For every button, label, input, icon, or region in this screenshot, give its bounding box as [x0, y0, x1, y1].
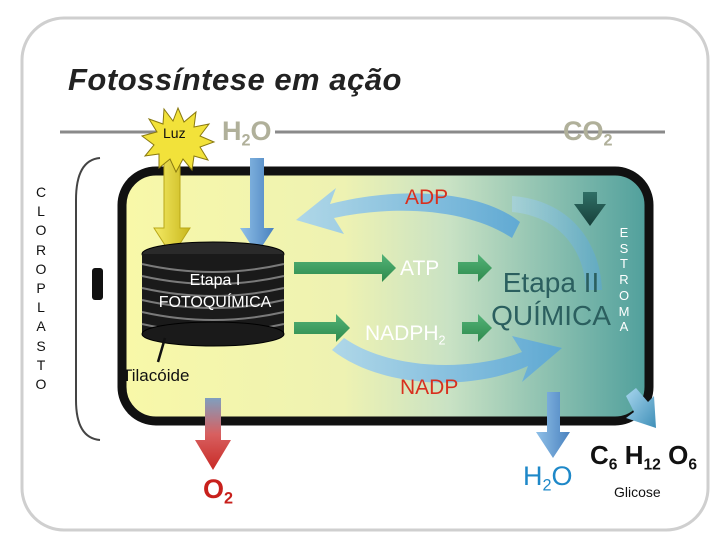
etapa2-line2: QUÍMICA: [491, 300, 611, 331]
glucose-out-arrow: [626, 388, 656, 428]
right-cycle-arrow: [512, 196, 602, 290]
o2-base: O: [203, 474, 225, 504]
formula-o: O: [668, 440, 689, 470]
sun-icon: [140, 106, 216, 174]
co2-label: CO2: [563, 116, 613, 151]
cloroplasto-letter: O: [35, 260, 47, 277]
co2-base: CO: [563, 116, 604, 146]
etapa1-label: Etapa I FOTOQUÍMICA: [145, 270, 285, 314]
nadph-sub: 2: [438, 333, 446, 348]
nadph-label: NADPH2: [365, 322, 446, 347]
cloroplasto-letter: A: [36, 318, 46, 335]
co2-in-arrow: [574, 192, 606, 226]
adp-cycle-arrow: [296, 188, 520, 238]
brace-marker: [92, 268, 103, 300]
oxygen-out-arrow: [195, 398, 231, 470]
estroma-letter: S: [619, 240, 629, 256]
h2o-input-label: H2O: [222, 116, 272, 151]
nadph-arrow: [294, 314, 350, 342]
h2o-input-base: H: [222, 116, 242, 146]
h2o-output-base: H: [523, 461, 543, 491]
formula-h: H: [624, 440, 644, 470]
estroma-letter: O: [618, 287, 630, 303]
cloroplasto-letter: P: [36, 280, 46, 297]
estroma-letter: A: [619, 319, 629, 335]
h2o-output-label: H2O: [523, 461, 573, 496]
luz-label: Luz: [163, 125, 186, 141]
h2o-input-sub: 2: [241, 131, 251, 150]
nadph-base: NADPH: [365, 322, 439, 345]
cloroplasto-brace: [75, 157, 101, 441]
etapa1-line1: Etapa I: [189, 272, 241, 289]
formula-c-sub: 6: [608, 456, 618, 474]
estroma-letter: E: [619, 225, 629, 240]
light-arrow: [153, 156, 191, 257]
nadph-to-etapa2-arrow: [462, 314, 492, 342]
thylakoid-stack: [141, 241, 285, 347]
estroma-letter: M: [618, 303, 630, 319]
cloroplasto-letter: S: [36, 337, 46, 354]
atp-arrow: [294, 254, 396, 282]
formula-h-sub: 12: [643, 456, 661, 474]
formula-c: C: [590, 440, 609, 470]
cloroplasto-vertical-label: C L O R O P L A S T O: [33, 183, 49, 394]
cloroplasto-letter: L: [37, 203, 45, 220]
atp-label: ATP: [400, 257, 440, 280]
cloroplasto-letter: L: [37, 299, 45, 316]
glicose-label: Glicose: [614, 484, 661, 500]
glucose-formula: C6 H12 O6: [590, 440, 697, 474]
cloroplasto-letter: O: [35, 222, 47, 239]
etapa1-line2: FOTOQUÍMICA: [158, 294, 272, 311]
cloroplasto-letter: O: [35, 376, 47, 393]
adp-label: ADP: [405, 186, 449, 209]
water-out-arrow: [536, 392, 570, 458]
nadp-label: NADP: [400, 376, 459, 399]
o2-sub: 2: [224, 489, 234, 508]
water-in-arrow: [240, 158, 274, 254]
cloroplasto-letter: T: [36, 356, 46, 373]
cloroplasto-letter: R: [35, 241, 47, 258]
co2-sub: 2: [603, 131, 613, 150]
h2o-output-sub: 2: [542, 476, 552, 495]
estroma-vertical-label: E S T R O M A: [616, 225, 632, 335]
h2o-output-tail: O: [551, 461, 573, 491]
tilacoide-label: Tilacóide: [122, 366, 190, 385]
h2o-input-tail: O: [250, 116, 272, 146]
nadp-cycle-arrow: [332, 336, 562, 383]
o2-label: O2: [203, 474, 233, 509]
cloroplasto-letter: C: [35, 184, 47, 200]
atp-to-etapa2-arrow: [458, 254, 492, 282]
estroma-letter: T: [620, 256, 628, 272]
page-title: Fotossíntese em ação: [68, 62, 402, 97]
etapa2-label: Etapa II QUÍMICA: [487, 266, 615, 332]
estroma-letter: R: [619, 272, 629, 288]
formula-o-sub: 6: [688, 456, 697, 474]
tilacoide-pointer: [156, 337, 167, 363]
etapa2-line1: Etapa II: [502, 267, 600, 298]
